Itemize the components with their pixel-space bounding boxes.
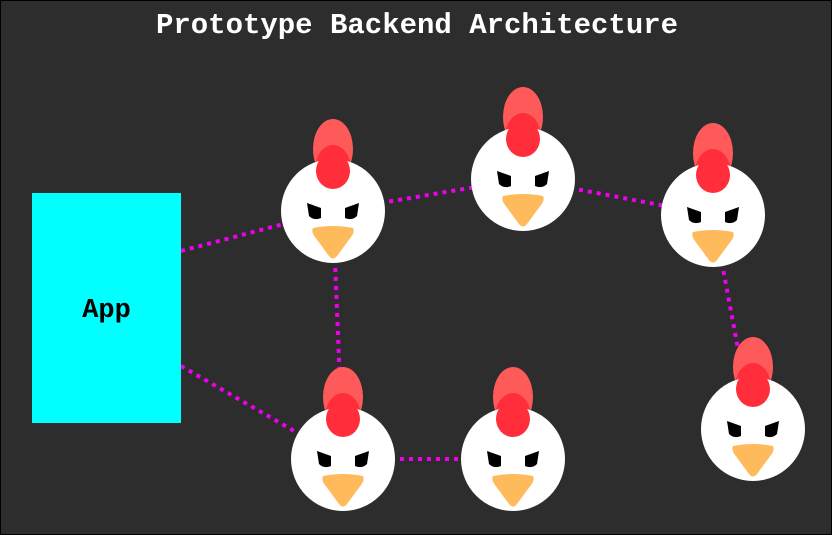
connector-app-chicken-5 [180, 364, 303, 437]
right-eye-icon [345, 203, 359, 220]
beak-icon [502, 194, 544, 227]
beak-icon [492, 474, 534, 507]
chicken-4 [701, 337, 805, 481]
chicken-2 [471, 87, 575, 231]
connector-layer [180, 184, 747, 461]
chicken-3 [661, 123, 765, 267]
beak-icon [322, 474, 364, 507]
connector-chicken-2-chicken-3 [569, 185, 667, 209]
comb-front [326, 401, 360, 437]
beak-icon [312, 226, 354, 259]
left-eye-icon [307, 203, 321, 220]
comb-front [316, 153, 350, 189]
comb-front [736, 371, 770, 407]
left-eye-icon [687, 207, 701, 224]
chicken-face [661, 163, 765, 267]
left-eye-icon [497, 171, 511, 188]
right-eye-icon [725, 207, 739, 224]
chicken-face [281, 159, 385, 263]
left-eye-icon [727, 421, 741, 438]
beak-icon [692, 230, 734, 263]
chicken-6 [461, 367, 565, 511]
left-eye-icon [317, 451, 331, 468]
comb-front [696, 157, 730, 193]
chicken-1 [281, 119, 385, 263]
diagram-title: Prototype Backend Architecture [155, 9, 679, 42]
right-eye-icon [535, 171, 549, 188]
app-box [32, 193, 181, 423]
app-label: App [82, 296, 131, 326]
right-eye-icon [765, 421, 779, 438]
comb-front [496, 401, 530, 437]
beak-icon [732, 444, 774, 477]
chicken-face [291, 407, 395, 511]
chicken-face [701, 377, 805, 481]
chicken-face [471, 127, 575, 231]
app-node: App [32, 193, 181, 423]
right-eye-icon [355, 451, 369, 468]
right-eye-icon [525, 451, 539, 468]
comb-front [506, 121, 540, 157]
connector-app-chicken-1 [180, 221, 288, 253]
server-nodes [281, 87, 805, 511]
chicken-5 [291, 367, 395, 511]
left-eye-icon [487, 451, 501, 468]
chicken-face [461, 407, 565, 511]
connector-chicken-1-chicken-2 [380, 184, 476, 206]
